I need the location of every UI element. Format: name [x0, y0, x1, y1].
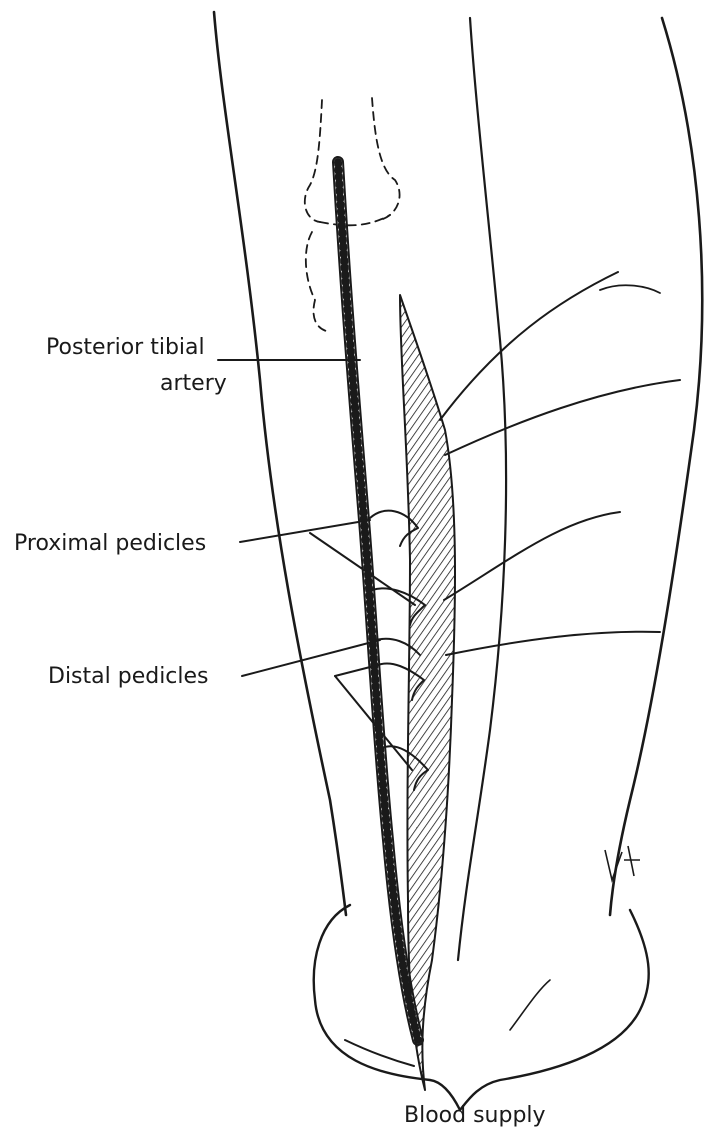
skin-flap-lines: [440, 272, 680, 655]
artist-initials: [605, 846, 640, 880]
heel-crease: [345, 1040, 414, 1066]
heel-outline: [314, 905, 649, 1110]
label-posterior-tibial: Posterior tibial: [46, 335, 205, 361]
label-proximal-pedicles: Proximal pedicles: [14, 531, 206, 557]
knee-crease: [600, 285, 660, 293]
leg-left-outline: [214, 12, 346, 915]
label-artery: artery: [160, 371, 227, 397]
figure-caption: Blood supply: [404, 1103, 546, 1129]
heel-fold: [510, 980, 550, 1030]
leader-lines: [218, 360, 415, 770]
label-distal-pedicles: Distal pedicles: [48, 664, 209, 690]
leg-right-outline: [610, 18, 702, 915]
shin-inner-line: [458, 18, 506, 960]
